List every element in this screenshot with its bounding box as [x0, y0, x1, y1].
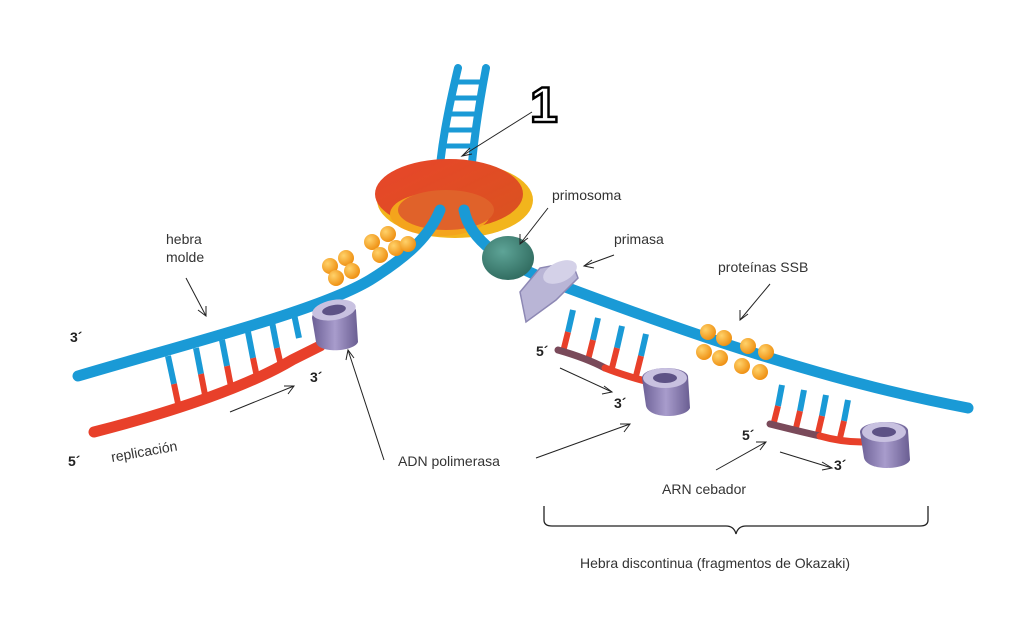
label-arn-cebador: ARN cebador	[662, 481, 746, 497]
helicase-ring	[375, 159, 533, 238]
end-left-mid-3: 3´	[310, 369, 323, 385]
dna-polymerase-fragment-1	[642, 367, 690, 416]
label-number: 1	[530, 77, 558, 133]
okazaki-brace	[543, 506, 929, 535]
primosome	[482, 236, 534, 280]
okazaki-fragment-2	[766, 384, 866, 446]
end-left-bottom-5: 5´	[68, 453, 81, 469]
primase	[519, 260, 579, 324]
annotation-arrows	[185, 111, 834, 471]
label-molde: molde	[166, 249, 204, 265]
label-hebra-discontinua: Hebra discontinua (fragmentos de Okazaki…	[580, 555, 850, 571]
ssb-proteins-right	[696, 324, 774, 380]
end-frag1-5: 5´	[536, 343, 549, 359]
ssb-proteins-left	[322, 226, 416, 286]
label-hebra: hebra	[166, 231, 202, 247]
label-primasa: primasa	[614, 231, 664, 247]
end-left-top-3: 3´	[70, 329, 83, 345]
end-frag2-3: 3´	[834, 457, 847, 473]
label-ssb: proteínas SSB	[718, 259, 808, 275]
leading-template-strand	[72, 204, 446, 382]
dna-polymerase-leading	[312, 299, 358, 351]
end-frag1-3: 3´	[614, 395, 627, 411]
end-frag2-5: 5´	[742, 427, 755, 443]
okazaki-fragment-1	[554, 309, 654, 386]
label-primosoma: primosoma	[552, 187, 621, 203]
label-replicacion: replicación	[110, 438, 179, 465]
lagging-template-strand	[458, 204, 974, 414]
dna-polymerase-fragment-2	[860, 421, 910, 468]
leading-strand-base-pairs	[165, 313, 302, 409]
label-adn-polimerasa: ADN polimerasa	[398, 453, 500, 469]
